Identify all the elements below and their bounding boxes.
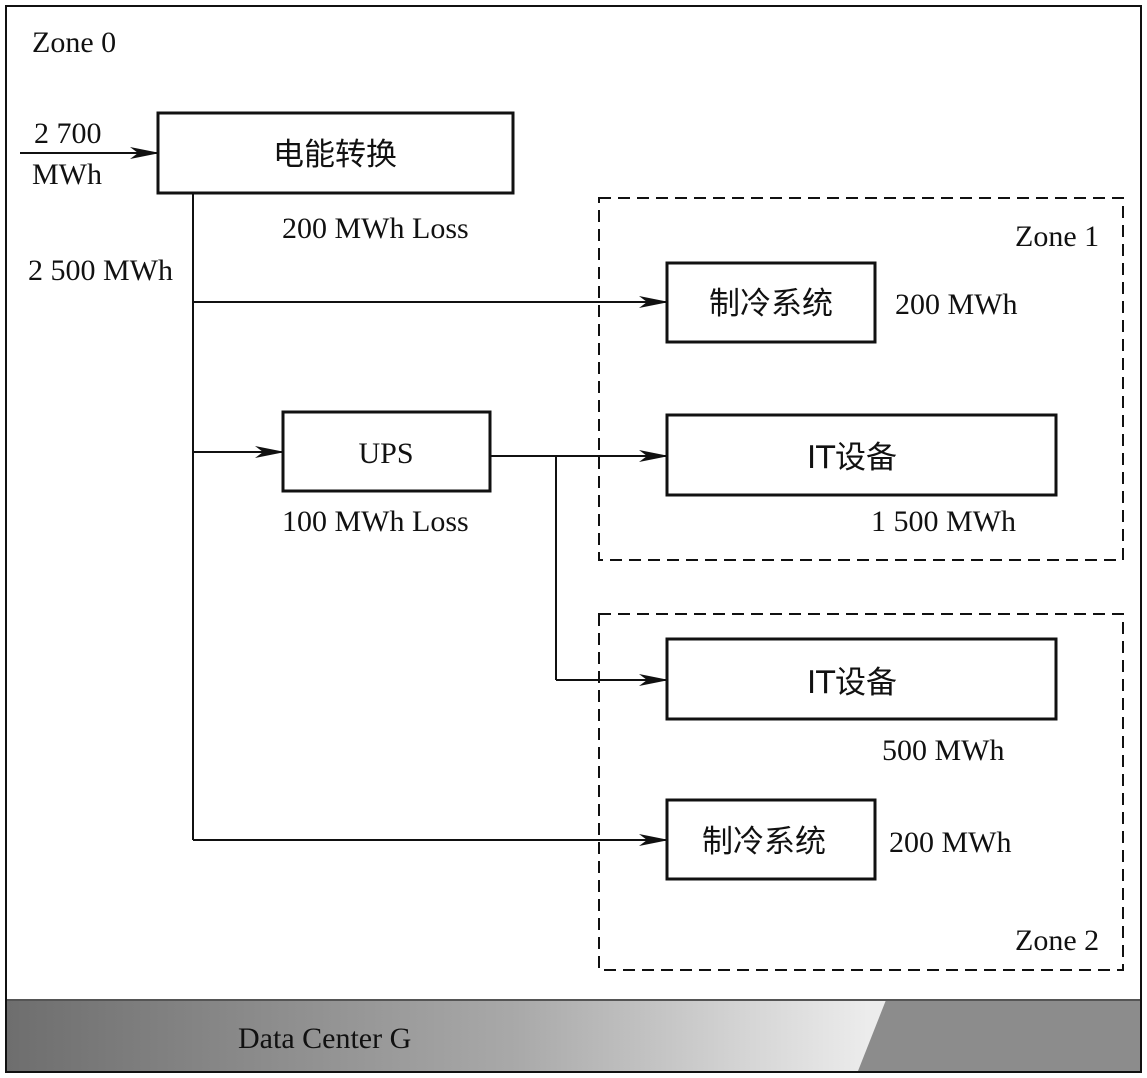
it1-label: IT设备 <box>807 440 897 476</box>
cooling1-label: 制冷系统 <box>709 286 833 322</box>
zone1-frame <box>598 197 1124 561</box>
it1-value: 1 500 MWh <box>871 505 1016 538</box>
cooling2-box <box>665 798 877 881</box>
zone0-label: Zone 0 <box>32 26 116 59</box>
ups-loss: 100 MWh Loss <box>282 505 469 538</box>
cooling2-value: 200 MWh <box>889 826 1012 859</box>
conversion-box <box>156 111 515 195</box>
footer-right-wedge <box>858 1000 1140 1071</box>
it1-box <box>665 413 1058 497</box>
conversion-label: 电能转换 <box>273 137 397 173</box>
ups-box <box>281 410 492 493</box>
it2-box <box>665 637 1058 721</box>
zone1-label: Zone 1 <box>1015 220 1099 253</box>
cooling1-value: 200 MWh <box>895 288 1018 321</box>
input-value-line1: 2 700 <box>34 117 102 150</box>
conversion-loss: 200 MWh Loss <box>282 212 469 245</box>
cooling2-label: 制冷系统 <box>702 824 826 860</box>
conversion-output: 2 500 MWh <box>28 254 173 287</box>
input-value-line2: MWh <box>32 158 102 191</box>
it2-value: 500 MWh <box>882 734 1005 767</box>
zone2-label: Zone 2 <box>1015 924 1099 957</box>
ups-label: UPS <box>358 437 413 470</box>
cooling1-box <box>665 261 877 344</box>
it2-label: IT设备 <box>807 665 897 701</box>
zone2-frame <box>598 613 1124 971</box>
footer-label: Data Center G <box>238 1022 411 1055</box>
